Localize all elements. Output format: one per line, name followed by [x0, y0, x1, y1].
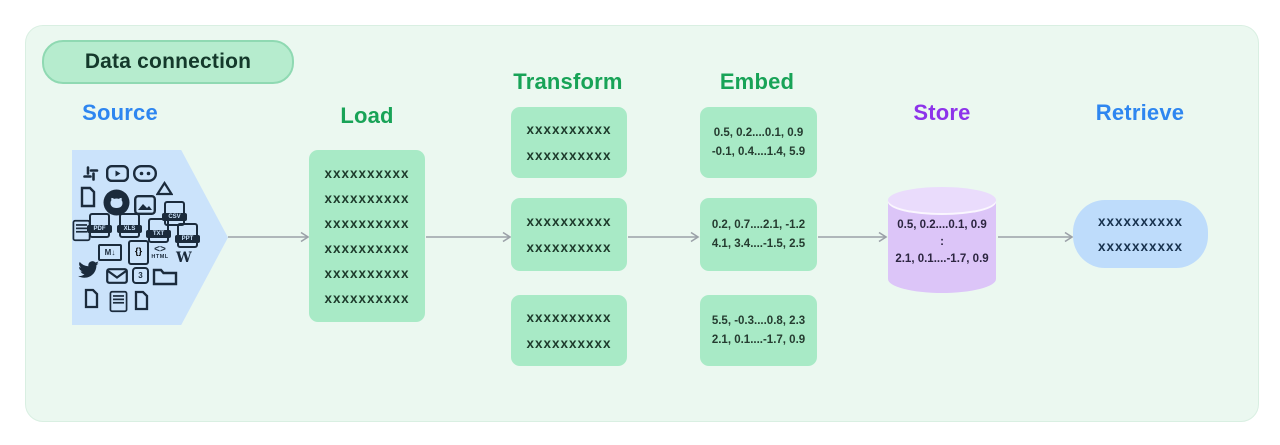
arrow-embed-to-store [818, 231, 888, 243]
store-vector-ellipsis: : [940, 236, 944, 248]
wikipedia-icon: W [176, 250, 192, 266]
embed-vector-line: -0.1, 0.4....1.4, 5.9 [711, 145, 806, 158]
embed-vector-line: 2.1, 0.1....-1.7, 0.9 [711, 333, 806, 346]
markdown-icon: M↓ [98, 244, 122, 261]
load-line: xxxxxxxxxx [324, 216, 410, 231]
retrieve-line: xxxxxxxxxx [1097, 214, 1184, 229]
heading-load: Load [340, 103, 394, 128]
transform-line: xxxxxxxxxx [526, 239, 612, 255]
retrieve-box: xxxxxxxxxx xxxxxxxxxx [1073, 200, 1208, 268]
html-icon: <> HTML [151, 244, 169, 261]
github-icon [103, 189, 130, 216]
twitter-icon [78, 261, 99, 278]
css3-icon: 3 [132, 267, 149, 284]
file-icon [134, 290, 149, 311]
code-file-icon: {} [128, 240, 149, 265]
transform-box-1: xxxxxxxxxx xxxxxxxxxx [511, 107, 627, 178]
transform-line: xxxxxxxxxx [526, 309, 612, 325]
image-icon [134, 195, 156, 215]
transform-line: xxxxxxxxxx [526, 213, 612, 229]
store-vector-line: 2.1, 0.1....-1.7, 0.9 [895, 253, 989, 265]
slack-icon [83, 166, 99, 181]
arrow-load-to-transform [426, 231, 512, 243]
heading-transform: Transform [513, 69, 623, 94]
heading-source: Source [82, 100, 158, 125]
heading-retrieve: Retrieve [1095, 100, 1185, 125]
embed-vector-line: 5.5, -0.3....0.8, 2.3 [711, 314, 806, 327]
email-icon [106, 268, 128, 284]
transform-line: xxxxxxxxxx [526, 121, 612, 137]
file-icon [80, 186, 96, 208]
load-line: xxxxxxxxxx [324, 191, 410, 206]
google-drive-icon [156, 181, 173, 196]
arrow-transform-to-embed [628, 231, 700, 243]
arrow-store-to-retrieve [998, 231, 1074, 243]
embed-vector-line: 0.5, 0.2....0.1, 0.9 [713, 126, 804, 139]
heading-store: Store [913, 100, 971, 125]
heading-embed: Embed [719, 69, 795, 94]
transform-line: xxxxxxxxxx [526, 147, 612, 163]
folder-icon [152, 268, 178, 286]
transform-box-2: xxxxxxxxxx xxxxxxxxxx [511, 198, 627, 271]
ppt-file-icon: PPT [175, 223, 200, 248]
embed-box-1: 0.5, 0.2....0.1, 0.9 -0.1, 0.4....1.4, 5… [700, 107, 817, 178]
file-icon [84, 288, 99, 309]
store-vector-text: 0.5, 0.2....0.1, 0.9 : 2.1, 0.1....-1.7,… [888, 217, 996, 268]
title-badge: Data connection [42, 40, 294, 84]
embed-box-2: 0.2, 0.7....2.1, -1.2 4.1, 3.4....-1.5, … [700, 198, 817, 271]
embed-box-3: 5.5, -0.3....0.8, 2.3 2.1, 0.1....-1.7, … [700, 295, 817, 366]
discord-icon [133, 165, 157, 182]
transform-box-3: xxxxxxxxxx xxxxxxxxxx [511, 295, 627, 366]
store-vector-line: 0.5, 0.2....0.1, 0.9 [897, 219, 987, 231]
load-box: xxxxxxxxxx xxxxxxxxxx xxxxxxxxxx xxxxxxx… [309, 150, 425, 322]
cylinder-body [888, 200, 996, 293]
pdf-file-icon: PDF [87, 213, 112, 238]
embed-vector-line: 4.1, 3.4....-1.5, 2.5 [711, 237, 806, 250]
csv-file-icon: CSV [162, 201, 187, 226]
diagram-panel [25, 25, 1259, 422]
txt-file-icon: TXT [146, 218, 171, 243]
embed-vector-line: 0.2, 0.7....2.1, -1.2 [711, 218, 806, 231]
xls-file-icon: XLS [117, 213, 142, 238]
load-line: xxxxxxxxxx [324, 166, 410, 181]
load-line: xxxxxxxxxx [324, 241, 410, 256]
retrieve-line: xxxxxxxxxx [1097, 239, 1184, 254]
document-icon [109, 290, 128, 313]
load-line: xxxxxxxxxx [324, 291, 410, 306]
transform-line: xxxxxxxxxx [526, 335, 612, 351]
cylinder-top [888, 187, 996, 213]
arrow-source-to-load [228, 231, 310, 243]
youtube-icon [106, 165, 129, 182]
load-line: xxxxxxxxxx [324, 266, 410, 281]
store-database-cylinder: 0.5, 0.2....0.1, 0.9 : 2.1, 0.1....-1.7,… [888, 187, 996, 293]
